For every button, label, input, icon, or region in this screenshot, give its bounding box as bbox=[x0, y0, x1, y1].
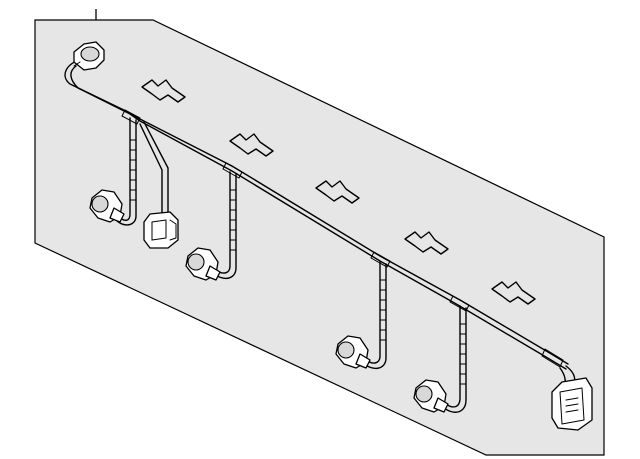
pdc-sensor-connector bbox=[413, 379, 449, 413]
pdc-sensor-connector bbox=[335, 335, 371, 369]
harness-branch bbox=[139, 121, 169, 215]
mounting-clip bbox=[404, 231, 449, 255]
pdc-sensor-connector bbox=[73, 41, 105, 71]
mounting-clips bbox=[141, 79, 536, 305]
pdc-sensor-connector bbox=[89, 189, 125, 223]
mounting-clip bbox=[229, 133, 274, 157]
mounting-clip bbox=[491, 281, 536, 305]
branch-connector bbox=[143, 211, 179, 249]
pdc-sensor-connector bbox=[185, 247, 221, 281]
mounting-clip bbox=[141, 79, 186, 103]
mounting-clip bbox=[315, 180, 360, 204]
main-connector-plug bbox=[551, 365, 593, 431]
main-trunk-harness bbox=[64, 59, 569, 370]
background-panel bbox=[34, 19, 605, 456]
